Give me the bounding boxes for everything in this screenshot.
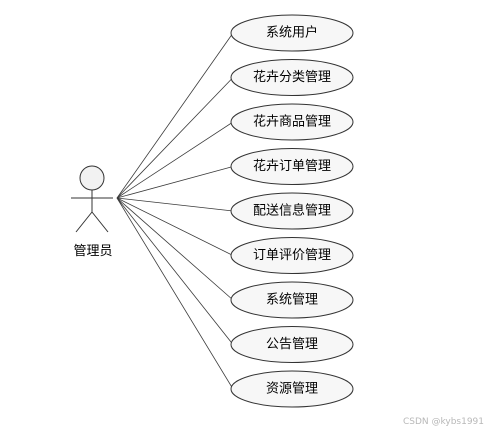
association-line bbox=[116, 121, 234, 199]
use-case-ellipse bbox=[230, 103, 354, 141]
use-case-ellipse bbox=[230, 326, 354, 363]
use-case-ellipse bbox=[230, 192, 354, 230]
use-case: 订单评价管理 bbox=[230, 237, 354, 274]
use-case: 花卉分类管理 bbox=[230, 59, 354, 96]
use-case: 系统管理 bbox=[230, 281, 354, 319]
use-case-ellipse bbox=[230, 148, 354, 185]
use-case: 系统用户 bbox=[230, 14, 354, 52]
use-case-ellipse bbox=[230, 14, 354, 52]
use-case-ellipse bbox=[230, 59, 354, 96]
actor-right-leg bbox=[91, 211, 109, 233]
use-case-label: 配送信息管理 bbox=[253, 203, 331, 219]
use-case-label: 订单评价管理 bbox=[253, 248, 331, 263]
association-lines bbox=[116, 32, 234, 390]
watermark-text: CSDN @kybs1991 bbox=[403, 417, 484, 427]
use-case: 公告管理 bbox=[230, 326, 354, 363]
use-case-label: 花卉商品管理 bbox=[253, 114, 331, 130]
use-case-ellipse bbox=[230, 237, 354, 274]
use-cases: 系统用户花卉分类管理花卉商品管理花卉订单管理配送信息管理订单评价管理系统管理公告… bbox=[230, 14, 354, 408]
actor-label: 管理员 bbox=[73, 244, 112, 259]
use-case-label: 系统用户 bbox=[266, 25, 318, 41]
actor-head bbox=[79, 165, 105, 191]
association-line bbox=[116, 32, 234, 199]
use-case-ellipse bbox=[230, 281, 354, 319]
use-case-label: 公告管理 bbox=[266, 337, 318, 352]
use-case-label: 资源管理 bbox=[266, 382, 318, 397]
association-line bbox=[116, 197, 234, 212]
association-line bbox=[116, 166, 234, 199]
use-case-label: 花卉订单管理 bbox=[253, 158, 331, 174]
actor-admin: 管理员 bbox=[71, 165, 113, 259]
actor-left-leg bbox=[75, 211, 93, 233]
association-line bbox=[116, 77, 234, 199]
association-line bbox=[116, 197, 234, 256]
use-case: 花卉订单管理 bbox=[230, 148, 354, 185]
association-line bbox=[116, 197, 234, 345]
use-case-label: 花卉分类管理 bbox=[253, 69, 331, 85]
use-case: 配送信息管理 bbox=[230, 192, 354, 230]
use-case-ellipse bbox=[230, 370, 354, 408]
use-case-label: 系统管理 bbox=[266, 293, 318, 308]
use-case: 花卉商品管理 bbox=[230, 103, 354, 141]
association-line bbox=[116, 197, 234, 301]
use-case: 资源管理 bbox=[230, 370, 354, 408]
association-line bbox=[116, 197, 234, 390]
